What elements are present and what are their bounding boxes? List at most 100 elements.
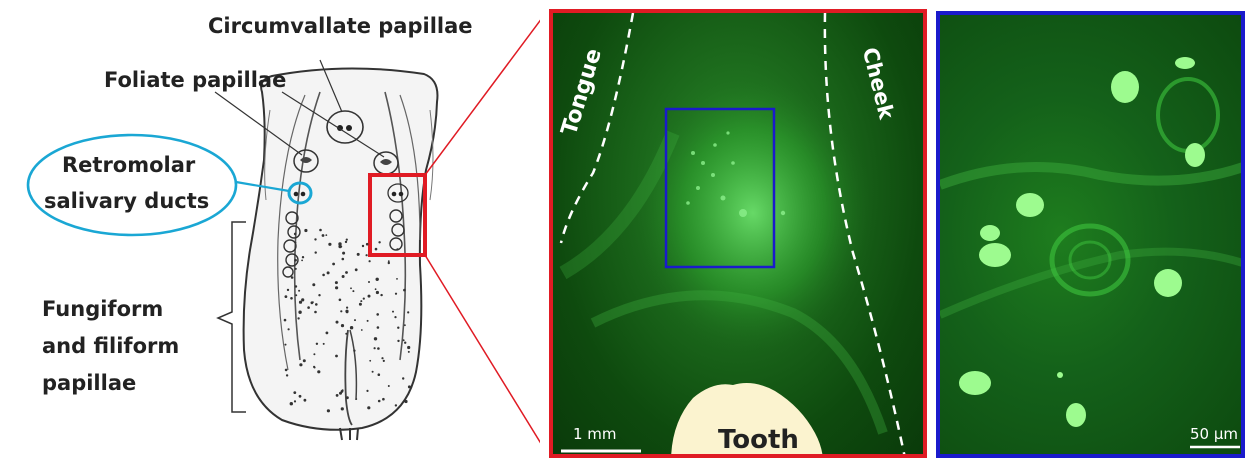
papilla-dot (326, 332, 329, 335)
papilla-dot (342, 252, 345, 255)
papilla-dot (335, 281, 338, 284)
papilla-dot (367, 406, 370, 409)
label-tooth: Tooth (718, 425, 799, 455)
papilla-dot (303, 359, 306, 362)
papilla-dot (318, 294, 320, 296)
papilla-dot (339, 299, 342, 302)
papilla-dot (285, 344, 287, 346)
papilla-dot (294, 233, 297, 236)
papilla-dot (290, 297, 293, 300)
label-fungiform-2: and filiform (42, 334, 179, 358)
papilla-dot (397, 340, 399, 342)
papilla-dot (304, 399, 307, 402)
papilla-dot (339, 392, 342, 395)
papilla-dot (290, 402, 293, 405)
papilla-dot (345, 271, 348, 274)
papilla-dot (336, 321, 339, 324)
papilla-dot (327, 271, 330, 274)
papilla-dot (402, 377, 404, 379)
papilla-dot (312, 301, 314, 303)
papilla-dot (294, 242, 296, 244)
papilla-dot (294, 259, 297, 262)
papilla-dot (388, 385, 390, 387)
papilla-dot (341, 324, 344, 327)
papilla-dot (297, 317, 299, 319)
papilla-dot (392, 311, 394, 313)
papilla-dot (314, 311, 317, 314)
papilla-dot (376, 313, 379, 316)
papilla-dot (378, 241, 380, 243)
papilla-dot (317, 370, 320, 373)
papilla-dot (362, 245, 364, 247)
papilla-dot (354, 319, 356, 321)
papilla-dot (293, 391, 296, 394)
papilla-dot (404, 342, 406, 344)
papilla-dot (359, 303, 362, 306)
papilla-dot (377, 347, 380, 350)
papilla-dot (408, 351, 410, 353)
papilla-dot (327, 409, 330, 412)
papilla-dot (322, 274, 325, 277)
papilla-dot (377, 326, 380, 329)
papilla-dot (314, 238, 316, 240)
papilla-dot (312, 283, 315, 286)
micrograph-low: Tongue Cheek Tooth 1 mm (549, 9, 927, 458)
papilla-dot (287, 289, 289, 291)
papilla-dot (294, 400, 296, 402)
papilla-dot (295, 285, 297, 287)
papilla-dot (346, 311, 349, 314)
papilla-dot (340, 310, 342, 312)
papilla-dot (313, 366, 315, 368)
papilla-dot (374, 347, 376, 349)
papilla-dot (375, 288, 377, 290)
papilla-dot (338, 242, 341, 245)
papilla-dot (298, 290, 300, 292)
papilla-dot (378, 373, 381, 376)
papilla-dot (404, 400, 407, 403)
papilla-dot (369, 260, 371, 262)
papilla-dot (315, 251, 317, 253)
label-retromolar-1: Retromolar (62, 153, 195, 177)
papilla-dot (397, 327, 399, 329)
papilla-dot (374, 337, 377, 340)
papilla-dot (285, 369, 288, 372)
papilla-dot (366, 254, 368, 256)
papilla-dot (346, 396, 349, 399)
papilla-dot (322, 234, 325, 237)
papilla-dot (396, 278, 398, 280)
micrograph-high: 50 µm (936, 11, 1245, 458)
papilla-dot (315, 303, 318, 306)
papilla-dot (361, 329, 363, 331)
papilla-dot (335, 355, 338, 358)
papilla-dot (355, 398, 357, 400)
papilla-dot (368, 295, 371, 298)
papilla-dot (350, 287, 352, 289)
papilla-dot (299, 363, 302, 366)
papilla-dot (284, 319, 287, 322)
papilla-dot (323, 343, 325, 345)
papilla-dot (301, 298, 304, 301)
papilla-dot (366, 390, 368, 392)
papilla-dot (328, 243, 331, 246)
papilla-dot (394, 316, 396, 318)
papilla-dot (313, 353, 315, 355)
papilla-dot (395, 404, 397, 406)
scale-label-50um: 50 µm (1190, 425, 1238, 443)
papilla-dot (382, 398, 385, 401)
papilla-dot (301, 260, 303, 262)
papilla-dot (285, 295, 288, 298)
papilla-dot (383, 360, 385, 362)
papilla-dot (336, 394, 339, 397)
papilla-dot (360, 300, 362, 302)
papilla-dot (404, 324, 406, 326)
papilla-dot (342, 389, 344, 391)
papilla-dot (302, 256, 304, 258)
label-retromolar-2: salivary ducts (44, 189, 209, 213)
papilla-dot (368, 281, 370, 283)
papilla-dot (350, 326, 353, 329)
papilla-dot (407, 311, 409, 313)
papilla-dot (380, 294, 382, 296)
papilla-dot (295, 268, 297, 270)
papilla-dot (332, 263, 335, 266)
papilla-dot (376, 291, 379, 294)
